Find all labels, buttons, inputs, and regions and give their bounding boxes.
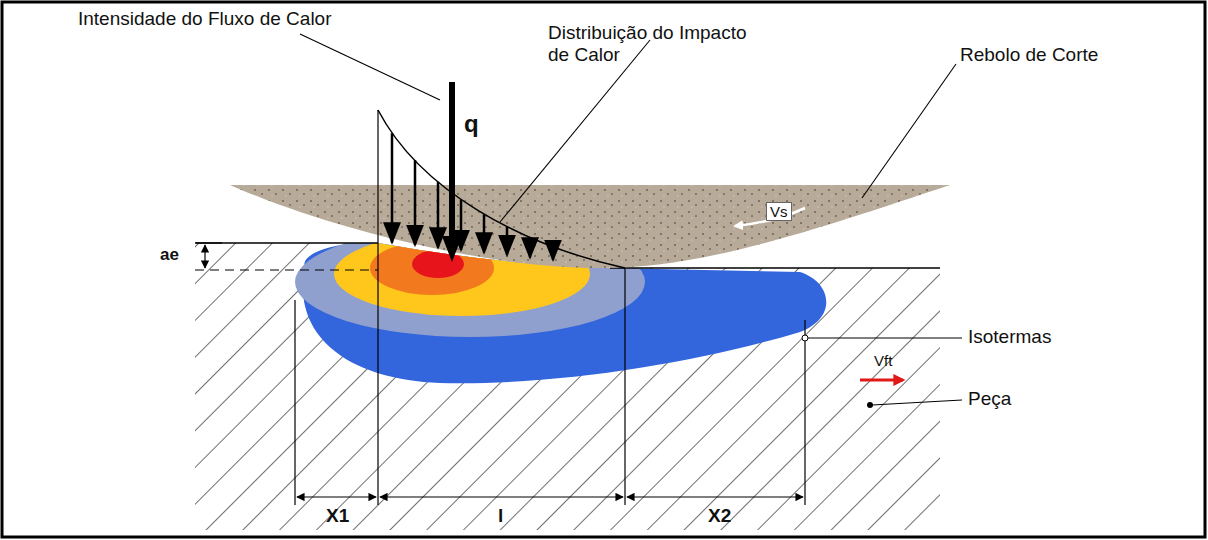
feed-arrow: [860, 379, 903, 382]
heat-impact-arrow: [483, 214, 486, 252]
callout-label: Rebolo de Corte: [960, 44, 1098, 66]
heat-impact-arrow: [552, 247, 555, 260]
heat-impact-arrow: [414, 160, 417, 245]
heat-impact-arrow: [506, 227, 509, 255]
heat-impact-arrow: [460, 200, 463, 250]
grinding-wheel: [230, 185, 950, 268]
workpiece: [195, 227, 940, 530]
speed-label: Vft: [874, 352, 892, 369]
leader-lines: [300, 34, 962, 405]
speed-label: Vs: [766, 202, 792, 221]
heat-flux-arrowhead: [442, 236, 462, 262]
leader-dot: [867, 402, 873, 408]
callout-label: Isotermas: [968, 326, 1051, 348]
heat-flux-distribution: [378, 110, 625, 268]
heat-flux-arrow: [449, 82, 455, 248]
dimension-label: X1: [326, 505, 349, 527]
dimension-label: ae: [160, 245, 179, 265]
callout-label: Peça: [968, 388, 1011, 410]
callout-label: Distribuição do Impacto de Calor: [548, 22, 763, 66]
callout-label: Intensidade do Fluxo de Calor: [78, 8, 332, 30]
heat-impact-arrow: [529, 238, 532, 258]
dimension-label: l: [498, 505, 503, 527]
heat-impact-arrow: [437, 182, 440, 248]
dimension-lines: [196, 110, 805, 505]
heat-impact-arrow: [391, 133, 394, 242]
symbol-label: q: [464, 110, 479, 138]
dimension-label: X2: [708, 505, 731, 527]
leader-circle: [802, 335, 808, 341]
